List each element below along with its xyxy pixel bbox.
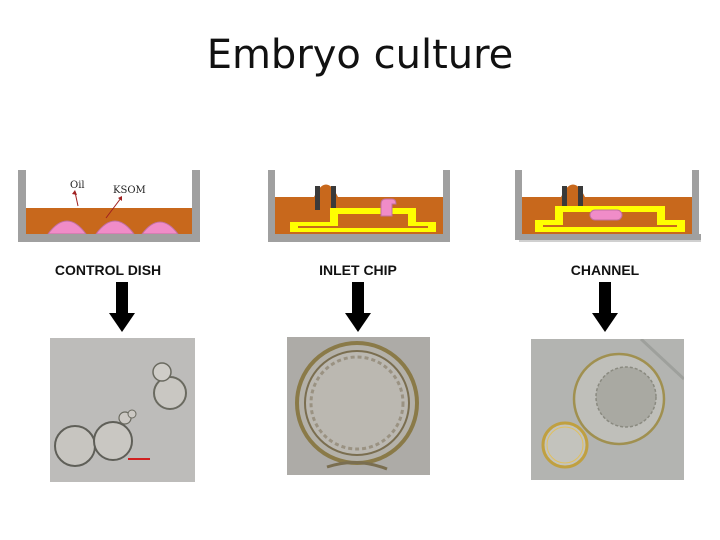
label-control-dish: CONTROL DISH <box>54 262 162 278</box>
ksom-annotation: KSOM <box>113 185 146 196</box>
down-arrow-icon <box>109 282 135 332</box>
control-dish-micrograph <box>50 338 195 482</box>
channel-schematic <box>515 170 701 242</box>
channel-micrograph <box>531 339 684 480</box>
inlet-chip-schematic <box>268 170 450 242</box>
down-arrow-icon <box>345 282 371 332</box>
label-inlet-chip: INLET CHIP <box>319 262 397 278</box>
control-dish-schematic: Oil KSOM <box>18 170 200 242</box>
oil-annotation: Oil <box>70 180 85 191</box>
down-arrow-icon <box>592 282 618 332</box>
label-channel: CHANNEL <box>570 262 640 278</box>
slide-title: Embryo culture <box>206 32 514 78</box>
inlet-chip-micrograph <box>287 337 430 475</box>
